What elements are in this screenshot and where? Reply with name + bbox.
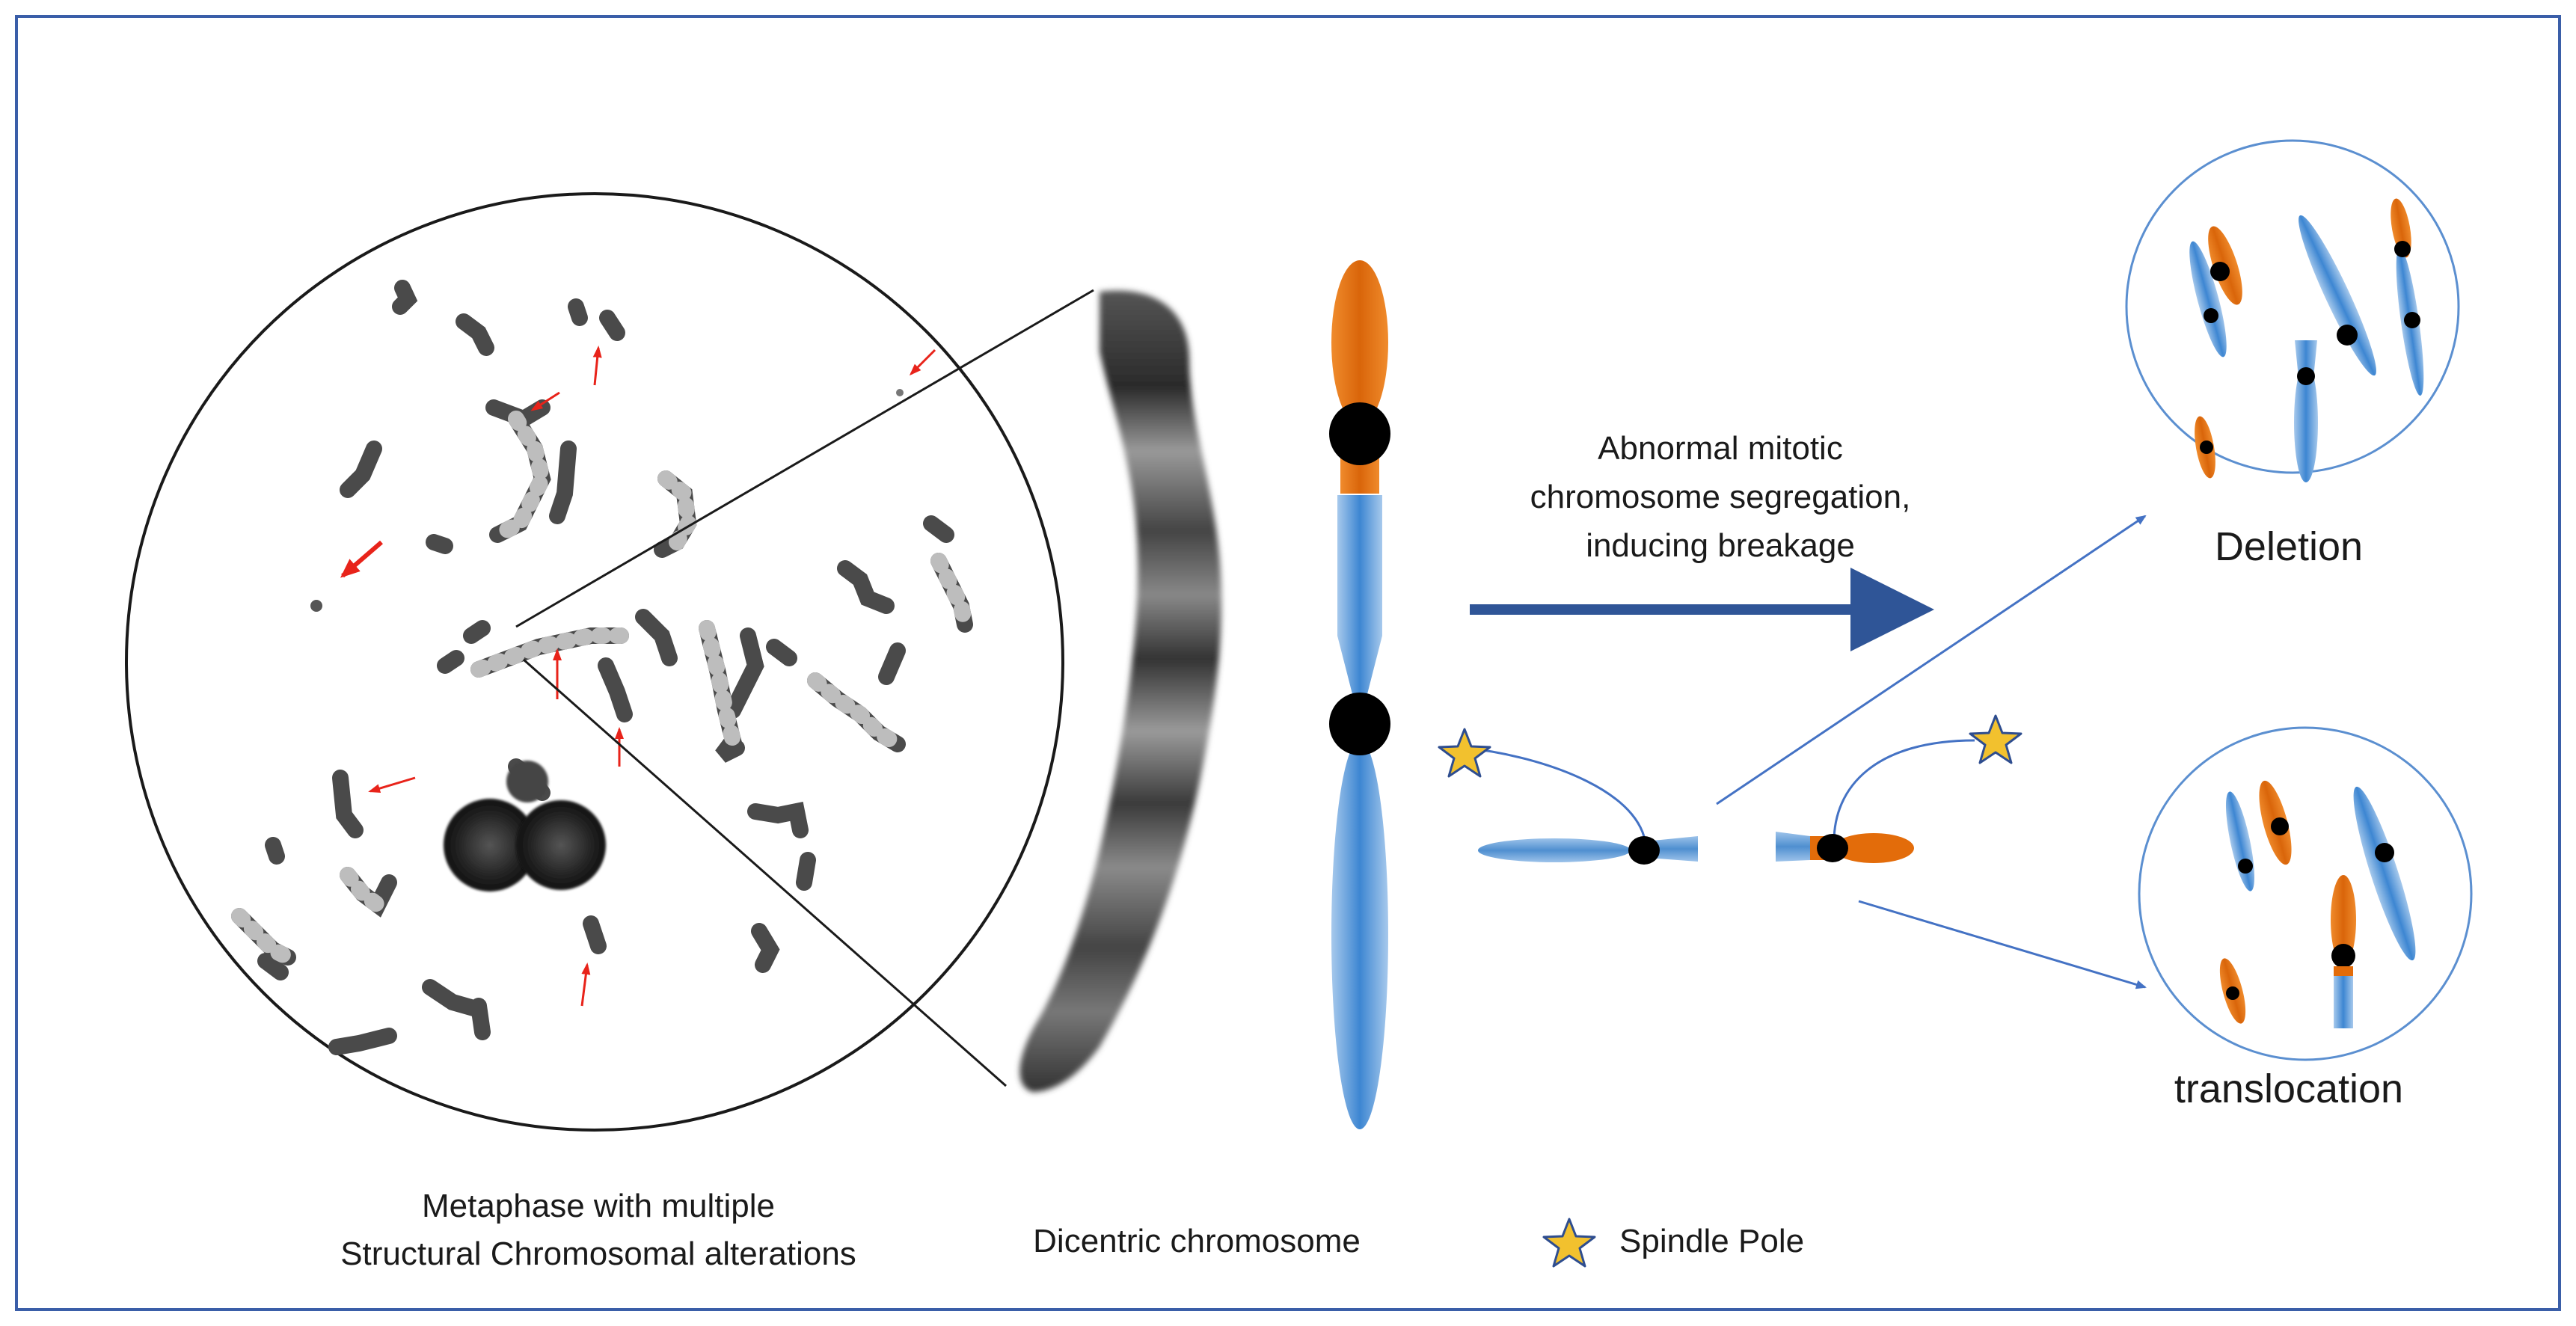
chromosome [463, 620, 491, 644]
chromosome [422, 979, 487, 1018]
outer-frame [15, 15, 2561, 1311]
chromosome [340, 441, 382, 498]
interphase-nuclei [444, 761, 606, 891]
process-label-line1: Abnormal mitotic [1598, 430, 1843, 467]
star-icon [1969, 714, 2023, 764]
metaphase-circle [125, 192, 1064, 1132]
chromosome [265, 837, 285, 865]
chromosome [426, 534, 453, 554]
deletion-label: Deletion [2214, 524, 2364, 569]
chromosome [437, 650, 464, 674]
metaphase-spread [125, 192, 1064, 1132]
spindle-pole-legend-label: Spindle Pole [1619, 1223, 1805, 1259]
chromosome [796, 852, 816, 891]
red-arrow-icon [592, 346, 602, 386]
q-arm [1331, 740, 1388, 1129]
star-icon [1438, 728, 1491, 778]
metaphase-chromosomes [231, 280, 973, 1055]
metaphase-caption-line2: Structural Chromosomal alterations [340, 1236, 856, 1272]
chromosome [599, 310, 625, 341]
red-arrow-icon [530, 391, 560, 411]
translocation-label: translocation [2174, 1066, 2404, 1111]
chromosome [568, 298, 588, 326]
arrow-to-deletion [1716, 515, 2147, 805]
zoomed-chromosome [1019, 290, 1222, 1093]
red-arrow-icon [909, 349, 936, 376]
red-arrow-icon [368, 776, 416, 794]
broken-chromosome-left [1464, 746, 1698, 865]
chromosome [878, 642, 906, 685]
red-arrow-icon [580, 963, 591, 1007]
chromosome [328, 1028, 397, 1055]
chromosome [837, 560, 895, 614]
chromosome [583, 915, 607, 954]
centromere-2 [1329, 693, 1390, 755]
star-icon [1542, 1218, 1596, 1268]
chromosome [751, 923, 780, 973]
deletion-cell [2125, 139, 2460, 482]
chromosome [332, 770, 364, 838]
arrow-to-translocation [1858, 900, 2147, 989]
chromosome [456, 313, 494, 356]
red-arrow-icon [340, 540, 383, 578]
chromosome [598, 657, 633, 722]
centromere-1 [1329, 402, 1390, 465]
chromosome [923, 515, 954, 543]
chromosome [725, 627, 764, 719]
chromosome [470, 998, 491, 1040]
chromosome [635, 609, 678, 666]
zoom-lines [515, 289, 1094, 1087]
alteration-markers [340, 346, 936, 1007]
chromosome [766, 639, 797, 666]
translocation-cell [2138, 726, 2473, 1061]
metaphase-caption-line1: Metaphase with multiple [421, 1188, 775, 1224]
process-label-line2: chromosome segregation, [1530, 479, 1911, 515]
chromosome [392, 280, 418, 315]
dicentric-caption: Dicentric chromosome [1033, 1223, 1361, 1259]
broken-chromosome-right [1776, 739, 1975, 863]
chromosome [257, 953, 289, 980]
middle-segment [1337, 495, 1382, 694]
chromosome [549, 441, 577, 524]
process-label-line3: inducing breakage [1586, 527, 1855, 564]
p-arm [1331, 260, 1388, 425]
dicentric-chromosome [1329, 260, 1390, 1129]
chromosome [747, 802, 809, 838]
